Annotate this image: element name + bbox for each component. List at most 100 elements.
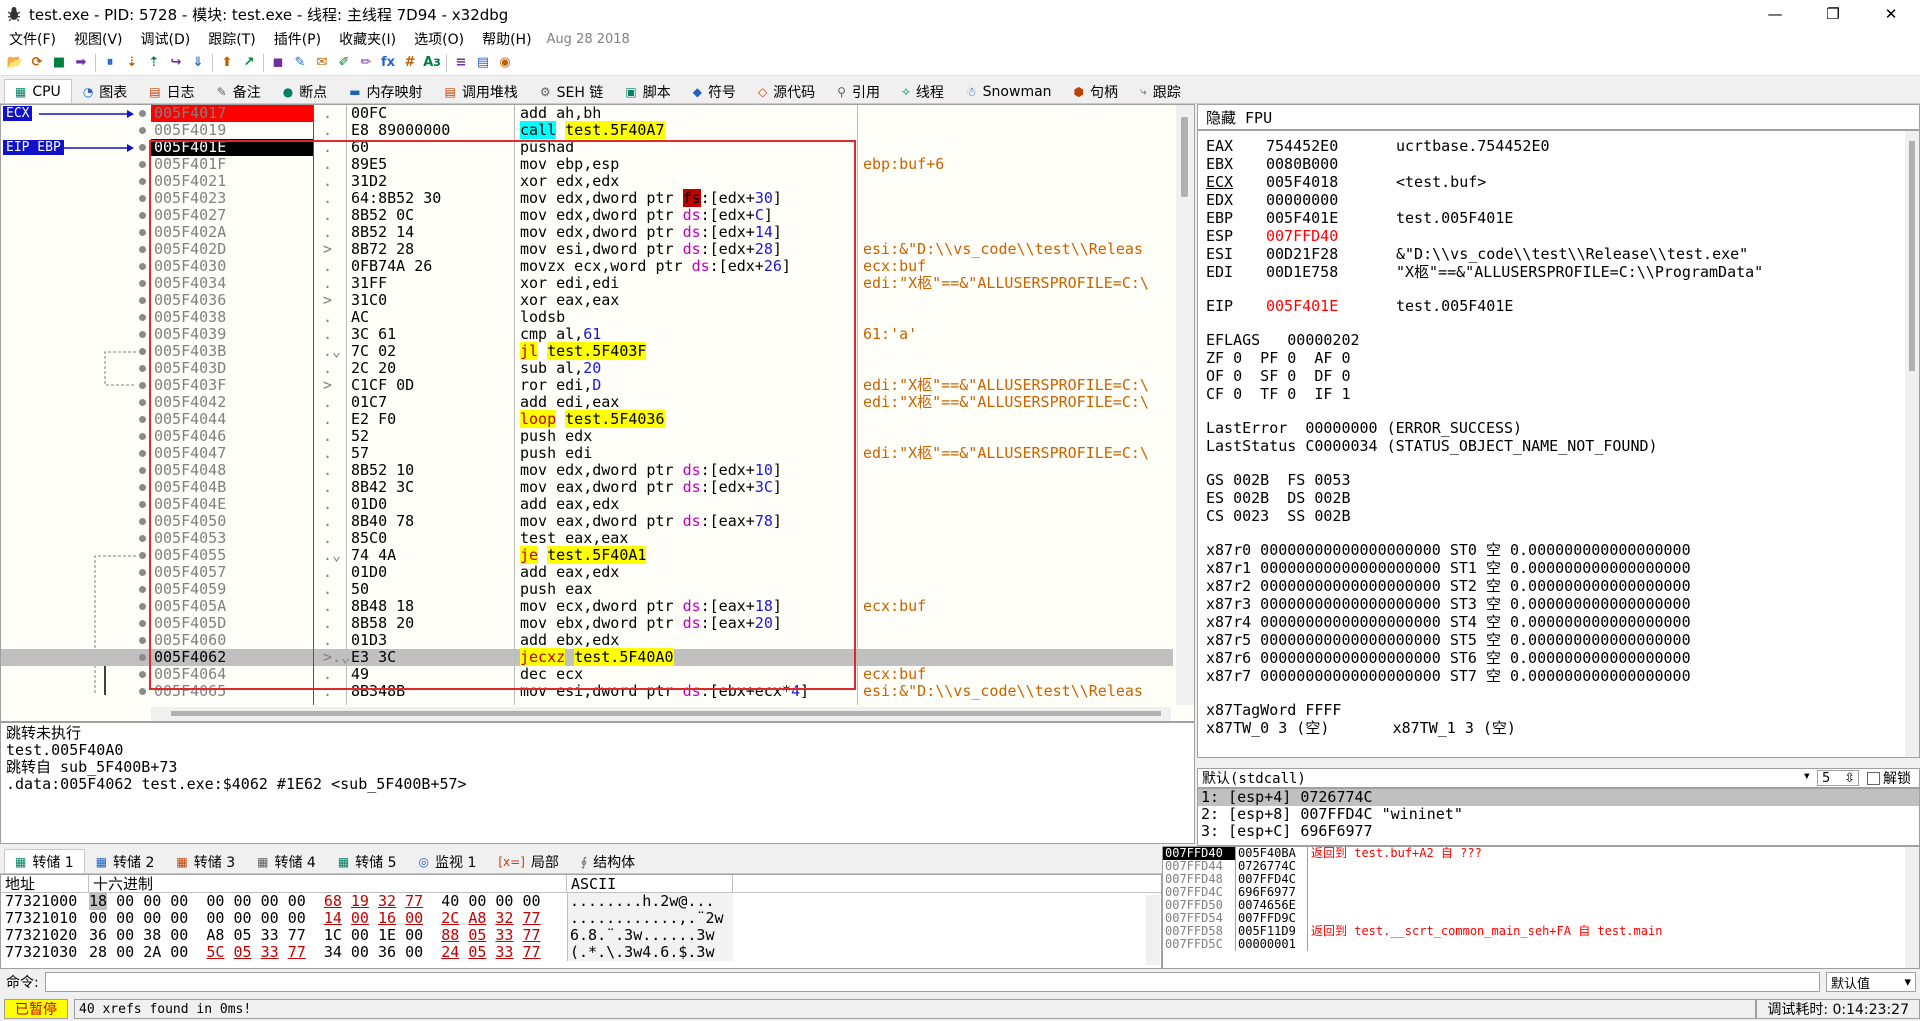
dump-tab-5[interactable]: ◎监视 1 xyxy=(408,849,488,873)
hex-byte[interactable]: 18 xyxy=(89,892,108,910)
hex-byte[interactable]: 77 xyxy=(522,943,541,961)
main-tab-3[interactable]: ✎备注 xyxy=(206,79,272,103)
hex-byte[interactable]: 77 xyxy=(405,892,424,910)
main-tab-2[interactable]: ▤日志 xyxy=(138,79,205,103)
last-error-line[interactable]: LastError 00000000 (ERROR_SUCCESS) xyxy=(1206,419,1523,437)
register-value[interactable]: 754452E0 xyxy=(1266,137,1339,155)
breakpoint-dot-icon[interactable] xyxy=(139,382,146,389)
hex-byte[interactable]: A8 xyxy=(468,909,487,927)
hex-byte[interactable]: 33 xyxy=(495,926,514,944)
toolbar-button-16[interactable]: fx xyxy=(380,55,396,70)
dump-tab-6[interactable]: [x=]局部 xyxy=(487,849,570,873)
main-tab-5[interactable]: ▬内存映射 xyxy=(338,79,433,103)
toolbar-button-8[interactable]: ⇓ xyxy=(192,55,204,70)
main-tab-11[interactable]: ⚲引用 xyxy=(826,79,891,103)
hex-byte[interactable]: 38 xyxy=(143,926,162,944)
dump-tab-2[interactable]: ▦转储 3 xyxy=(165,849,246,873)
x87-register-line[interactable]: x87r7 00000000000000000000 ST7 空 0.00000… xyxy=(1206,667,1691,685)
hex-byte[interactable]: 05 xyxy=(468,926,487,944)
hex-byte[interactable]: 00 xyxy=(260,909,279,927)
toolbar-button-17[interactable]: # xyxy=(404,55,416,70)
maximize-button[interactable]: ❐ xyxy=(1826,5,1840,23)
toolbar-button-3[interactable]: ➡ xyxy=(75,55,87,70)
dump-tab-1[interactable]: ▦转储 2 xyxy=(85,849,166,873)
main-tab-12[interactable]: ⟡线程 xyxy=(891,79,955,103)
flags-line[interactable]: OF 0 SF 0 DF 0 xyxy=(1206,367,1351,385)
menu-item-5[interactable]: 收藏夹(I) xyxy=(339,32,397,48)
hex-byte[interactable]: 24 xyxy=(441,943,460,961)
argument-row[interactable]: 2: [esp+8] 007FFD4C "wininet" xyxy=(1201,805,1463,823)
breakpoint-dot-icon[interactable] xyxy=(139,586,146,593)
breakpoint-dot-icon[interactable] xyxy=(139,518,146,525)
register-value[interactable]: 00D1E758 xyxy=(1266,263,1339,281)
dump-tab-4[interactable]: ▦转储 5 xyxy=(327,849,408,873)
close-button[interactable]: ✕ xyxy=(1884,5,1898,23)
breakpoint-dot-icon[interactable] xyxy=(139,535,146,542)
toolbar-button-20[interactable]: ▤ xyxy=(476,55,490,70)
hex-byte[interactable]: 28 xyxy=(89,943,108,961)
main-tab-10[interactable]: ◇源代码 xyxy=(747,79,826,103)
breakpoint-dot-icon[interactable] xyxy=(139,637,146,644)
main-tab-6[interactable]: ▤调用堆栈 xyxy=(434,79,529,103)
minimize-button[interactable]: — xyxy=(1767,5,1783,23)
hex-byte[interactable]: 00 xyxy=(495,892,514,910)
menu-item-1[interactable]: 视图(V) xyxy=(73,32,123,48)
menu-item-4[interactable]: 插件(P) xyxy=(273,32,322,48)
breakpoint-dot-icon[interactable] xyxy=(139,603,146,610)
segment-register-line[interactable]: GS 002B FS 0053 xyxy=(1206,471,1351,489)
unlock-checkbox[interactable]: 解锁 xyxy=(1859,768,1919,788)
hex-byte[interactable]: 40 xyxy=(441,892,460,910)
hex-byte[interactable]: 00 xyxy=(405,909,424,927)
toolbar-button-0[interactable]: 📂 xyxy=(6,55,24,70)
hex-byte[interactable]: 00 xyxy=(143,892,162,910)
x87-register-line[interactable]: x87r0 00000000000000000000 ST0 空 0.00000… xyxy=(1206,541,1691,559)
hex-byte[interactable]: 00 xyxy=(170,892,189,910)
breakpoint-dot-icon[interactable] xyxy=(139,246,146,253)
hex-byte[interactable]: 00 xyxy=(170,943,189,961)
hex-byte[interactable]: 32 xyxy=(495,909,514,927)
register-value[interactable]: 00D21F28 xyxy=(1266,245,1339,263)
breakpoint-dot-icon[interactable] xyxy=(139,569,146,576)
x87-register-line[interactable]: x87r3 00000000000000000000 ST3 空 0.00000… xyxy=(1206,595,1691,613)
register-value[interactable]: 005F4018 xyxy=(1266,173,1339,191)
register-value[interactable]: 00000000 xyxy=(1266,191,1339,209)
main-tab-4[interactable]: ●断点 xyxy=(272,79,338,103)
breakpoint-dot-icon[interactable] xyxy=(139,365,146,372)
breakpoint-dot-icon[interactable] xyxy=(139,654,146,661)
register-scrollbar[interactable] xyxy=(1905,131,1919,757)
argument-row[interactable]: 3: [esp+C] 696F6977 xyxy=(1201,822,1373,840)
hex-byte[interactable]: 33 xyxy=(495,943,514,961)
register-value[interactable]: 005F401E xyxy=(1266,297,1339,315)
main-tab-1[interactable]: ◔图表 xyxy=(72,79,138,103)
hex-byte[interactable]: 00 xyxy=(116,943,135,961)
breakpoint-dot-icon[interactable] xyxy=(139,144,146,151)
breakpoint-dot-icon[interactable] xyxy=(139,263,146,270)
dump-hex[interactable]: 00 00 00 00 00 00 00 00 14 00 16 00 2C A… xyxy=(89,910,567,927)
disasm-vertical-scrollbar[interactable] xyxy=(1176,105,1194,705)
hex-byte[interactable]: 68 xyxy=(323,892,342,910)
toolbar-button-18[interactable]: Aз xyxy=(423,55,441,70)
toolbar-button-12[interactable]: ✎ xyxy=(294,55,306,70)
dump-hex[interactable]: 28 00 2A 00 5C 05 33 77 34 00 36 00 24 0… xyxy=(89,944,567,961)
hex-byte[interactable]: 32 xyxy=(378,892,397,910)
menu-item-6[interactable]: 选项(O) xyxy=(414,32,465,48)
main-tab-9[interactable]: ◆符号 xyxy=(682,79,747,103)
main-tab-0[interactable]: ▦CPU xyxy=(4,79,72,103)
menu-item-7[interactable]: 帮助(H) xyxy=(482,32,532,48)
